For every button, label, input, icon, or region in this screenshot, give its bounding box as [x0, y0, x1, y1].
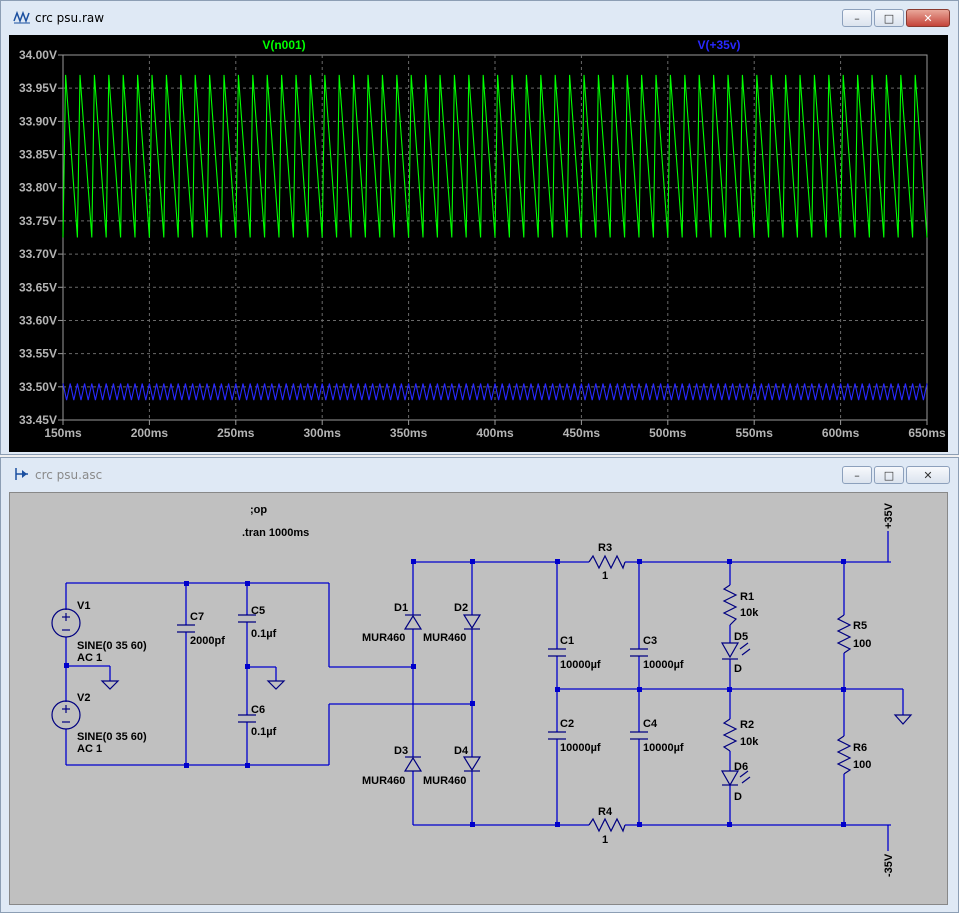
- d3-ref[interactable]: D3: [394, 745, 408, 757]
- x-tick-label: 350ms: [390, 426, 428, 440]
- x-tick-label: 150ms: [44, 426, 82, 440]
- r1-ref[interactable]: R1: [740, 591, 754, 603]
- c1-value[interactable]: 10000µf: [560, 659, 601, 671]
- c3-value[interactable]: 10000µf: [643, 659, 684, 671]
- close-button[interactable]: ✕: [906, 466, 950, 484]
- c4-value[interactable]: 10000µf: [643, 742, 684, 754]
- y-tick-label: 33.70V: [19, 247, 57, 261]
- waveform-titlebar[interactable]: crc psu.raw – □ ✕: [1, 1, 958, 35]
- directive-tran[interactable]: .tran 1000ms: [242, 527, 309, 539]
- y-tick-label: 33.80V: [19, 181, 57, 195]
- schematic-window-title: crc psu.asc: [35, 468, 103, 482]
- y-tick-label: 33.55V: [19, 347, 57, 361]
- minimize-button[interactable]: –: [842, 9, 872, 27]
- d5-value[interactable]: D: [734, 663, 742, 675]
- r4-ref[interactable]: R4: [598, 806, 613, 818]
- c1-ref[interactable]: C1: [560, 635, 574, 647]
- d1-ref[interactable]: D1: [394, 602, 408, 614]
- x-tick-label: 400ms: [476, 426, 514, 440]
- net-label-pos35[interactable]: +35V: [883, 502, 895, 529]
- y-tick-label: 33.85V: [19, 148, 57, 162]
- d5-ref[interactable]: D5: [734, 631, 748, 643]
- x-tick-label: 600ms: [822, 426, 860, 440]
- r1-value[interactable]: 10k: [740, 607, 759, 619]
- y-tick-label: 34.00V: [19, 48, 57, 62]
- r6-value[interactable]: 100: [853, 759, 871, 771]
- maximize-button[interactable]: □: [874, 466, 904, 484]
- d4-ref[interactable]: D4: [454, 745, 469, 757]
- trace-v-n001-: [62, 74, 928, 238]
- d2-value[interactable]: MUR460: [423, 632, 466, 644]
- net-label-neg35[interactable]: -35V: [883, 853, 895, 877]
- waveform-window: crc psu.raw – □ ✕ 34.00V 33.95V 33.90V 33.8…: [0, 0, 959, 455]
- d6-ref[interactable]: D6: [734, 761, 748, 773]
- d4-value[interactable]: MUR460: [423, 775, 466, 787]
- y-tick-label: 33.60V: [19, 313, 57, 327]
- x-tick-label: 550ms: [736, 426, 774, 440]
- y-tick-label: 33.50V: [19, 380, 57, 394]
- d2-ref[interactable]: D2: [454, 602, 468, 614]
- c3-ref[interactable]: C3: [643, 635, 657, 647]
- x-tick-label: 650ms: [908, 426, 946, 440]
- trace-label[interactable]: V(n001): [262, 38, 305, 52]
- r4-value[interactable]: 1: [602, 834, 608, 846]
- d3-value[interactable]: MUR460: [362, 775, 405, 787]
- c6-ref[interactable]: C6: [251, 704, 265, 716]
- v2-ac[interactable]: AC 1: [77, 743, 102, 755]
- c4-ref[interactable]: C4: [643, 718, 658, 730]
- c2-ref[interactable]: C2: [560, 718, 574, 730]
- c7-ref[interactable]: C7: [190, 611, 204, 623]
- waveform-app-icon: [13, 10, 30, 24]
- v2-ref[interactable]: V2: [77, 692, 90, 704]
- c2-value[interactable]: 10000µf: [560, 742, 601, 754]
- schematic-window: crc psu.asc – □ ✕: [0, 457, 959, 913]
- schematic-titlebar[interactable]: crc psu.asc – □ ✕: [1, 458, 958, 492]
- trace-v-35v-: [62, 383, 928, 401]
- y-tick-label: 33.45V: [19, 413, 57, 427]
- r5-ref[interactable]: R5: [853, 620, 867, 632]
- r3-value[interactable]: 1: [602, 570, 608, 582]
- v2-value[interactable]: SINE(0 35 60): [77, 731, 147, 743]
- x-tick-label: 200ms: [131, 426, 169, 440]
- y-tick-label: 33.65V: [19, 280, 57, 294]
- y-tick-label: 33.75V: [19, 214, 57, 228]
- schematic-drawing[interactable]: ;op .tran 1000ms V1 SINE(0 35 60) AC 1 V…: [10, 493, 947, 904]
- v1-ac[interactable]: AC 1: [77, 652, 102, 664]
- x-tick-label: 250ms: [217, 426, 255, 440]
- c5-value[interactable]: 0.1µf: [251, 628, 277, 640]
- maximize-button[interactable]: □: [874, 9, 904, 27]
- r3-ref[interactable]: R3: [598, 542, 612, 554]
- y-tick-label: 33.90V: [19, 114, 57, 128]
- c7-value[interactable]: 2000pf: [190, 635, 225, 647]
- schematic-app-icon: [15, 468, 28, 480]
- d6-value[interactable]: D: [734, 791, 742, 803]
- r5-value[interactable]: 100: [853, 638, 871, 650]
- trace-label[interactable]: V(+35v): [697, 38, 740, 52]
- directive-op[interactable]: ;op: [250, 504, 267, 516]
- x-tick-label: 300ms: [304, 426, 342, 440]
- x-tick-label: 500ms: [649, 426, 687, 440]
- minimize-button[interactable]: –: [842, 466, 872, 484]
- d1-value[interactable]: MUR460: [362, 632, 405, 644]
- r2-ref[interactable]: R2: [740, 719, 754, 731]
- v1-value[interactable]: SINE(0 35 60): [77, 640, 147, 652]
- close-button[interactable]: ✕: [906, 9, 950, 27]
- c5-ref[interactable]: C5: [251, 605, 265, 617]
- waveform-window-title: crc psu.raw: [35, 11, 105, 25]
- c6-value[interactable]: 0.1µf: [251, 726, 277, 738]
- y-tick-label: 33.95V: [19, 81, 57, 95]
- v1-ref[interactable]: V1: [77, 600, 90, 612]
- waveform-plot-panel[interactable]: 34.00V 33.95V 33.90V 33.85V 33.80V 33.75V 33.7…: [9, 35, 948, 452]
- x-tick-label: 450ms: [563, 426, 601, 440]
- r6-ref[interactable]: R6: [853, 742, 867, 754]
- waveform-chart[interactable]: 34.00V 33.95V 33.90V 33.85V 33.80V 33.75V 33.7…: [9, 35, 948, 452]
- schematic-canvas[interactable]: ;op .tran 1000ms V1 SINE(0 35 60) AC 1 V…: [9, 492, 948, 905]
- r2-value[interactable]: 10k: [740, 736, 759, 748]
